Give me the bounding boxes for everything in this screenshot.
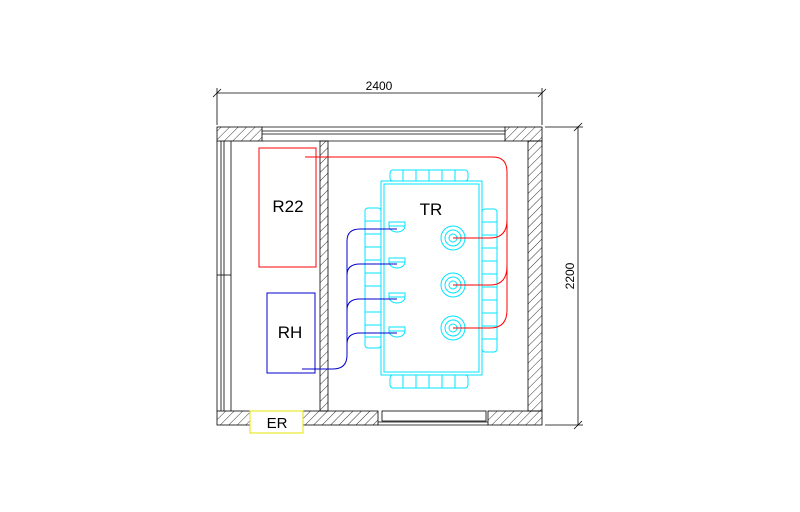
er-label: ER (267, 415, 288, 432)
microphone-icon (388, 326, 406, 338)
bottom-window (378, 410, 488, 426)
tr-label: TR (420, 200, 443, 219)
rh-room (266, 292, 316, 374)
height-dimension-label: 2200 (563, 262, 577, 289)
left-window (216, 141, 232, 411)
microphone-icon (388, 257, 406, 269)
rh-label: RH (278, 323, 303, 342)
microphone-icon (388, 221, 406, 233)
er-room (249, 410, 304, 434)
width-dimension-label: 2400 (366, 79, 393, 93)
r22-room (258, 147, 317, 268)
width-dimension (212, 88, 547, 125)
r22-label: R22 (272, 197, 303, 216)
microphone-icon (388, 292, 406, 304)
red-cable (305, 156, 508, 329)
height-dimension (545, 122, 583, 430)
walls (216, 126, 543, 426)
top-window (262, 126, 505, 142)
blue-cable (302, 228, 397, 370)
conference-table (364, 169, 498, 389)
